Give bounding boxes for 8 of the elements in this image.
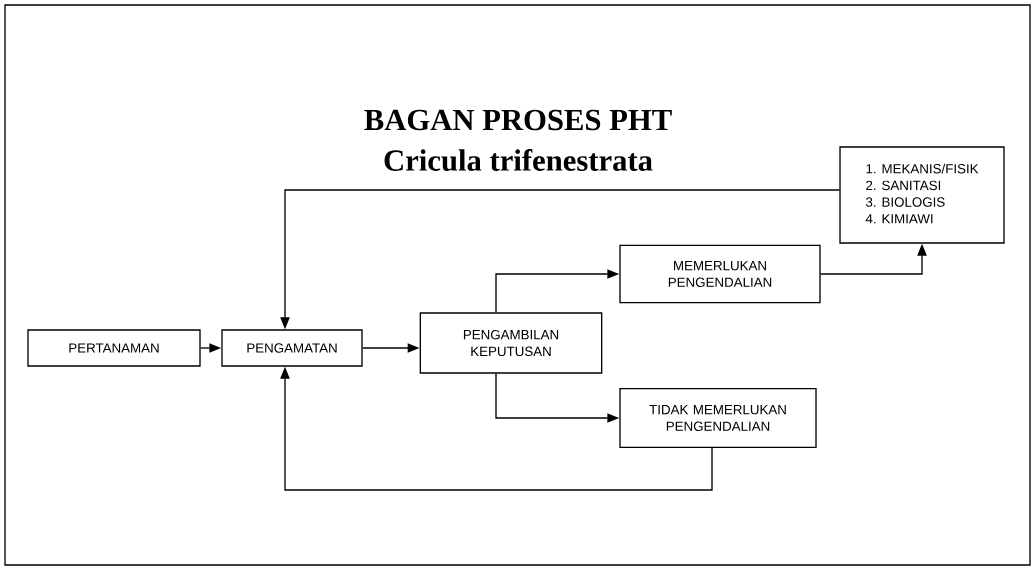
subtitle: Cricula trifenestrata <box>384 149 653 171</box>
process-box: PENGAMATAN <box>221 329 363 367</box>
process-box: PENGAMBILAN KEPUTUSAN <box>419 312 603 374</box>
process-box: PERTANAMAN <box>27 329 201 367</box>
process-box: TIDAK MEMERLUKAN PENGENDALIAN <box>619 388 817 448</box>
list-box: 1. MEKANIS/FISIK 2. SANITASI 3. BIOLOGIS 4. KIMIAWI <box>839 146 1005 244</box>
process-box: MEMERLUKAN PENGENDALIAN <box>619 244 821 304</box>
title: BAGAN PROSES PHT <box>364 109 672 131</box>
